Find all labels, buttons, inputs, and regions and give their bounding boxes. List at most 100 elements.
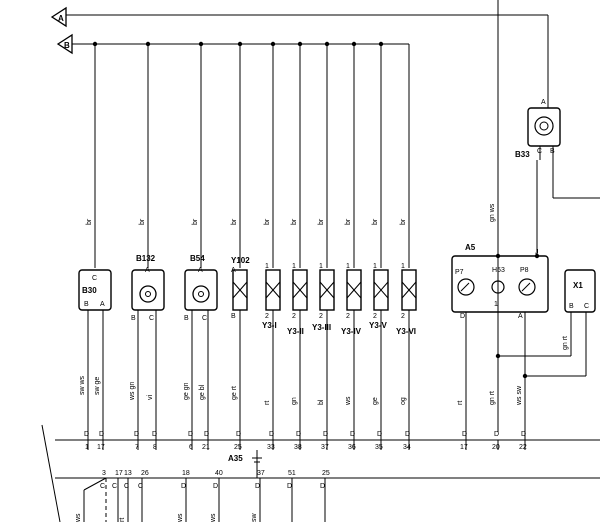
svg-text:D: D [236,431,241,438]
svg-text:B: B [84,301,89,308]
svg-text:B: B [131,315,136,322]
svg-text:A35: A35 [228,454,243,463]
svg-text:Y3-VI: Y3-VI [396,327,416,336]
sensor-b132: B132 A B C ws gn vi [129,254,165,440]
svg-text:P7: P7 [455,269,464,276]
svg-text:D: D [323,431,328,438]
valve-y3-i: 1 2 Y3-I rt [262,263,281,440]
svg-text:B30: B30 [82,286,97,295]
svg-text:18: 18 [182,470,190,477]
svg-text:20: 20 [492,444,500,451]
svg-text:Y3-V: Y3-V [369,321,387,330]
svg-text:B: B [231,313,236,320]
svg-text:br: br [345,218,352,225]
sensor-b30: C B30 B A sw ws sw ge [78,269,112,440]
svg-text:br: br [291,218,298,225]
svg-text:A: A [518,313,523,320]
valve-y102: Y102 A B ge rt [231,256,250,440]
svg-text:8: 8 [153,444,157,451]
svg-text:38: 38 [294,444,302,451]
svg-text:ws sw: ws sw [516,385,523,406]
svg-text:C: C [112,483,117,490]
svg-text:br: br [86,218,93,225]
svg-text:rt: rt [119,518,126,522]
svg-text:Y3-III: Y3-III [312,323,331,332]
svg-text:2: 2 [401,313,405,320]
sensor-b33: A B33 C B [515,99,600,199]
svg-text:gn: gn [291,397,298,405]
svg-text:C: C [149,315,154,322]
svg-text:D: D [152,431,157,438]
svg-text:br: br [372,218,379,225]
svg-text:D: D [405,431,410,438]
svg-text:51: 51 [288,470,296,477]
valve-y3-ii: 1 2 Y3-II gn [287,263,308,440]
svg-text:25: 25 [322,470,330,477]
svg-text:X1: X1 [573,281,583,290]
svg-text:A: A [58,14,64,23]
svg-text:D: D [296,431,301,438]
svg-text:bl: bl [318,399,325,405]
svg-text:1: 1 [292,263,296,270]
svg-text:D: D [84,431,89,438]
connector-x1: X1 B C gn rt [495,269,596,379]
svg-text:og: og [400,397,407,405]
svg-text:Y3-II: Y3-II [287,327,304,336]
svg-text:D: D [255,483,260,490]
svg-text:17: 17 [460,444,468,451]
connector-a: A [50,6,549,108]
svg-text:sw ws: sw ws [79,375,86,395]
svg-text:36: 36 [348,444,356,451]
svg-text:B33: B33 [515,150,530,159]
svg-text:2: 2 [346,313,350,320]
svg-text:D: D [188,431,193,438]
svg-text:D: D [521,431,526,438]
svg-text:br: br [400,218,407,225]
svg-text:ws: ws [177,513,184,522]
svg-text:1: 1 [373,263,377,270]
svg-text:A: A [231,267,236,274]
svg-text:Y3-IV: Y3-IV [341,327,362,336]
svg-text:ws: ws [75,513,82,522]
svg-text:ge: ge [372,397,379,405]
svg-text:D: D [204,431,209,438]
bottom-wires: ws rt ws ws sw [75,477,326,522]
svg-text:D: D [460,313,465,320]
svg-text:1: 1 [494,301,498,308]
svg-text:13: 13 [124,470,132,477]
svg-text:26: 26 [141,470,149,477]
svg-text:C: C [100,483,105,490]
svg-text:br: br [192,218,199,225]
svg-text:C: C [584,303,589,310]
valve-y3-iv: 1 2 Y3-IV ws [341,263,362,440]
svg-text:D: D [494,431,499,438]
svg-text:C: C [138,483,143,490]
svg-text:vi: vi [147,395,154,401]
svg-text:B: B [184,315,189,322]
svg-text:3: 3 [102,470,106,477]
connector-b: B [56,33,409,55]
svg-text:Y3-I: Y3-I [262,321,277,330]
svg-text:ws: ws [345,396,352,406]
svg-text:1: 1 [346,263,350,270]
svg-text:gn ws: gn ws [489,203,496,222]
svg-text:21: 21 [202,444,210,451]
svg-text:2: 2 [373,313,377,320]
svg-text:2: 2 [265,313,269,320]
svg-text:1: 1 [85,444,89,451]
svg-text:ge bl: ge bl [199,384,206,400]
svg-text:1: 1 [401,263,405,270]
svg-text:sw: sw [251,513,258,522]
valve-y3-vi: 1 2 Y3-VI og [396,263,417,440]
svg-text:17: 17 [115,470,123,477]
svg-text:D: D [99,431,104,438]
svg-text:rt: rt [457,401,464,405]
svg-text:D: D [269,431,274,438]
svg-text:C: C [92,275,97,282]
svg-text:40: 40 [215,470,223,477]
svg-text:1: 1 [319,263,323,270]
svg-text:D: D [350,431,355,438]
svg-text:gn rt: gn rt [562,336,569,350]
svg-text:ws gn: ws gn [129,382,136,401]
svg-text:sw ge: sw ge [94,377,101,395]
